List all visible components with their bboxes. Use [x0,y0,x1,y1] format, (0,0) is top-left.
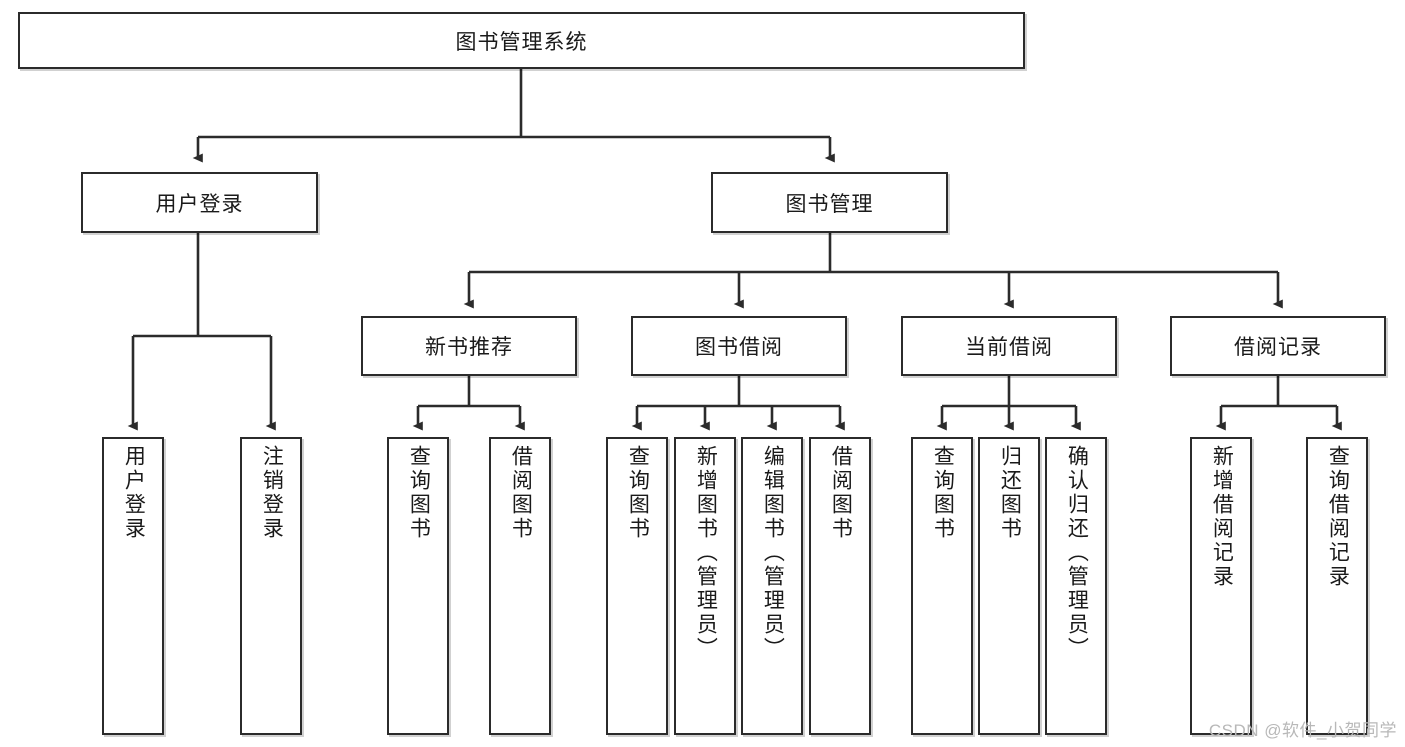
node-leaf-user-login[interactable]: 用户登录 [102,437,164,735]
node-new-book-recommend[interactable]: 新书推荐 [361,316,577,376]
node-label: 图书借阅 [695,336,783,359]
node-label: 图书管理系统 [455,30,588,54]
node-label: 借阅图书 [829,445,853,541]
node-label: 查询图书 [626,445,650,541]
node-leaf-logout[interactable]: 注销登录 [240,437,302,735]
node-book-management[interactable]: 图书管理 [711,172,948,233]
node-label: 确认归还（管理员） [1065,445,1089,661]
node-label: 新增借阅记录 [1210,445,1234,589]
node-leaf-borrow-book[interactable]: 借阅图书 [809,437,871,735]
node-leaf-confirm-return-admin[interactable]: 确认归还（管理员） [1045,437,1107,735]
node-leaf-query-book-current[interactable]: 查询图书 [911,437,973,735]
node-leaf-borrow-book-recommend[interactable]: 借阅图书 [489,437,551,735]
node-label: 编辑图书（管理员） [761,445,785,661]
node-leaf-query-borrow-record[interactable]: 查询借阅记录 [1306,437,1368,735]
node-label: 借阅图书 [509,445,533,541]
node-leaf-query-book-recommend[interactable]: 查询图书 [387,437,449,735]
node-label: 归还图书 [998,445,1022,541]
node-leaf-add-book-admin[interactable]: 新增图书（管理员） [674,437,736,735]
node-label: 当前借阅 [965,336,1053,359]
node-borrow-record[interactable]: 借阅记录 [1170,316,1386,376]
node-current-borrow[interactable]: 当前借阅 [901,316,1117,376]
node-label: 借阅记录 [1234,336,1322,359]
node-leaf-add-borrow-record[interactable]: 新增借阅记录 [1190,437,1252,735]
node-label: 查询图书 [931,445,955,541]
node-book-borrow[interactable]: 图书借阅 [631,316,847,376]
node-leaf-return-book[interactable]: 归还图书 [978,437,1040,735]
node-label: 新增图书（管理员） [694,445,718,661]
watermark-text: CSDN @软件_小贺同学 [1208,721,1397,740]
node-label: 用户登录 [122,445,146,541]
node-label: 查询图书 [407,445,431,541]
node-label: 查询借阅记录 [1326,445,1350,589]
node-label: 用户登录 [155,192,244,216]
node-label: 新书推荐 [425,336,513,359]
node-label: 注销登录 [260,445,284,541]
node-leaf-query-book-borrow[interactable]: 查询图书 [606,437,668,735]
node-user-login[interactable]: 用户登录 [81,172,318,233]
node-root-book-management-system[interactable]: 图书管理系统 [18,12,1025,69]
node-leaf-edit-book-admin[interactable]: 编辑图书（管理员） [741,437,803,735]
node-label: 图书管理 [785,192,874,216]
